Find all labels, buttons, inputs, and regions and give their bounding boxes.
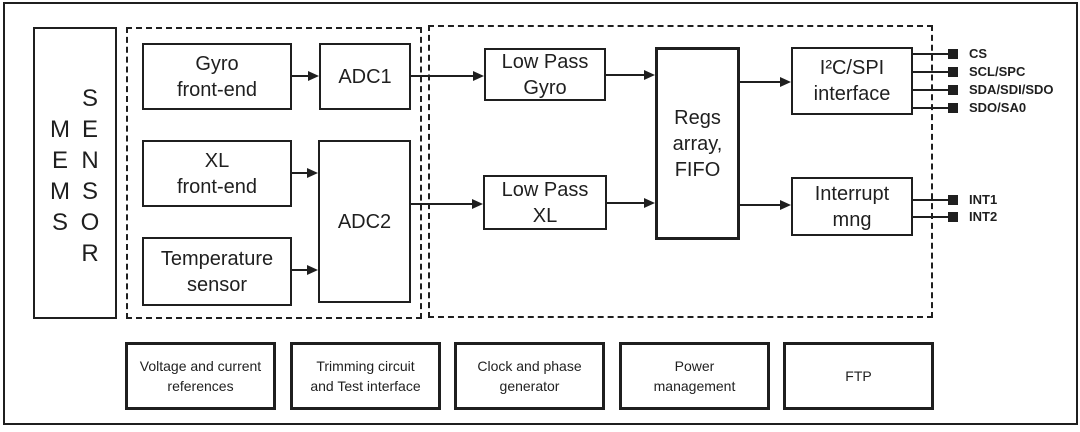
pin-pad-icon	[948, 85, 958, 95]
vertical-letter: M	[50, 116, 70, 143]
block-label-line: Gyro	[195, 52, 239, 75]
block-adc1: ADC1	[319, 43, 411, 110]
block-label-line: FIFO	[674, 158, 721, 181]
pin-label: INT1	[969, 192, 998, 207]
block-low-pass-xl: Low Pass XL	[483, 175, 607, 230]
block-label-line: references	[167, 378, 234, 394]
block-label-line: ADC1	[338, 65, 392, 88]
pin-label: SDA/SDI/SDO	[969, 82, 1054, 97]
arrow-adc2-to-lowpass-xl	[411, 199, 483, 209]
diagram-outer-frame	[3, 2, 1078, 425]
block-i2c-spi-interface: I²C/SPI interface	[791, 47, 913, 115]
block-label-line: XL	[532, 204, 558, 227]
arrowhead-icon	[472, 199, 483, 209]
block-label-line: array,	[672, 132, 723, 155]
block-label-line: ADC2	[337, 210, 392, 233]
block-low-pass-gyro: Low Pass Gyro	[484, 48, 606, 101]
arrow-regs-to-i2c-spi	[740, 77, 791, 87]
vertical-letter: S	[81, 85, 98, 112]
arrowhead-icon	[644, 70, 655, 80]
vertical-letter: R	[81, 240, 99, 267]
block-label-line: Temperature	[160, 247, 274, 270]
block-ftp: FTP	[783, 342, 934, 410]
vertical-letter: S	[81, 178, 98, 205]
block-label-line: Voltage and current	[139, 358, 262, 374]
arrow-gyro-to-adc1	[292, 71, 319, 81]
arrowhead-icon	[307, 265, 318, 275]
arrow-lowpass-gyro-to-regs	[606, 70, 655, 80]
block-power-management: Power management	[619, 342, 770, 410]
pin-label: INT2	[969, 209, 998, 224]
block-label-line: Power	[674, 358, 715, 374]
block-label-line: Regs	[674, 106, 721, 129]
arrowhead-icon	[780, 77, 791, 87]
block-label-line: front-end	[176, 175, 258, 198]
block-label-line: Trimming circuit	[316, 358, 415, 374]
block-label-line: I²C/SPI	[819, 57, 885, 79]
analog-frontend-dashed-group	[126, 27, 422, 319]
block-label-line: and Test interface	[310, 378, 421, 394]
pin-label: SCL/SPC	[969, 64, 1026, 79]
arrow-xl-to-adc2	[292, 168, 318, 178]
arrow-regs-to-interrupt	[740, 200, 791, 210]
vertical-letter: E	[51, 147, 68, 174]
block-label-line: generator	[499, 378, 560, 394]
block-label-line: Low Pass	[501, 178, 589, 201]
block-label-line: mng	[832, 208, 872, 231]
pin-pad-icon	[948, 49, 958, 59]
block-xl-frontend: XL front-end	[142, 140, 292, 207]
arrowhead-icon	[780, 200, 791, 210]
block-label-line: XL	[204, 149, 230, 172]
block-label-line: Interrupt	[814, 182, 890, 205]
arrowhead-icon	[473, 71, 484, 81]
vertical-letter: N	[81, 147, 99, 174]
arrow-temp-to-adc2	[292, 265, 318, 275]
block-voltage-current-references: Voltage and current references	[125, 342, 276, 410]
block-label-line: Clock and phase	[477, 358, 582, 374]
block-temperature-sensor: Temperature sensor	[142, 237, 292, 306]
pin-pad-icon	[948, 195, 958, 205]
block-gyro-frontend: Gyro front-end	[142, 43, 292, 110]
block-regs-array-fifo: Regs array, FIFO	[655, 47, 740, 240]
block-label-line: front-end	[176, 78, 258, 101]
pin-pad-icon	[948, 103, 958, 113]
digital-section-dashed-group	[428, 25, 933, 318]
vertical-letter: E	[81, 116, 98, 143]
block-label-line: interface	[813, 83, 891, 105]
arrowhead-icon	[307, 168, 318, 178]
block-clock-phase-generator: Clock and phase generator	[454, 342, 605, 410]
block-trimming-test-interface: Trimming circuit and Test interface	[290, 342, 441, 410]
block-interrupt-mng: Interrupt mng	[791, 177, 913, 236]
block-label-line: FTP	[845, 368, 872, 384]
pin-label: CS	[969, 46, 988, 61]
vertical-letter: O	[80, 209, 100, 236]
pin-pad-icon	[948, 212, 958, 222]
arrowhead-icon	[644, 198, 655, 208]
pin-label: SDO/SA0	[969, 100, 1027, 115]
block-label-line: management	[653, 378, 736, 394]
arrow-adc1-to-lowpass-gyro	[411, 71, 484, 81]
arrow-lowpass-xl-to-regs	[607, 198, 655, 208]
block-label-line: sensor	[186, 273, 248, 296]
vertical-letter: M	[50, 178, 70, 205]
block-label-line: Gyro	[523, 76, 567, 99]
pin-pad-icon	[948, 67, 958, 77]
block-label-line: Low Pass	[501, 50, 589, 73]
vertical-letter: S	[51, 209, 68, 236]
block-adc2: ADC2	[318, 140, 411, 303]
arrowhead-icon	[308, 71, 319, 81]
